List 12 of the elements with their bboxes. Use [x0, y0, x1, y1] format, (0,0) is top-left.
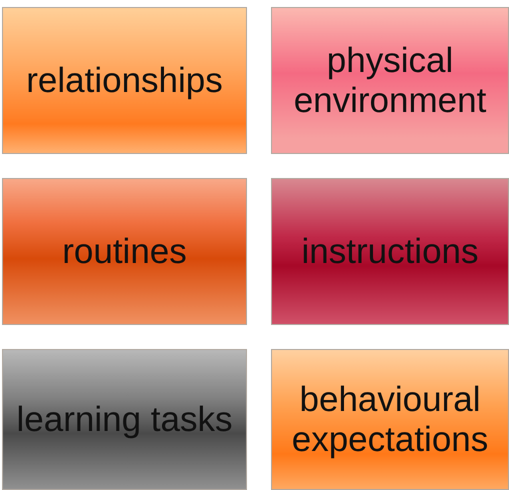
- gradient-box: [271, 7, 509, 154]
- gradient-box: [2, 178, 247, 325]
- gradient-box: [271, 349, 509, 490]
- box-label: routines: [62, 232, 187, 272]
- box-label: instructions: [301, 232, 479, 272]
- gradient-box: [271, 178, 509, 325]
- box-label: relationships: [26, 60, 223, 100]
- gradient-box: [2, 7, 247, 154]
- box-label: physical environment: [292, 40, 488, 120]
- gradient-box: [2, 349, 247, 490]
- box-label: behavioural expectations: [290, 380, 490, 460]
- box-label: learning tasks: [16, 400, 232, 440]
